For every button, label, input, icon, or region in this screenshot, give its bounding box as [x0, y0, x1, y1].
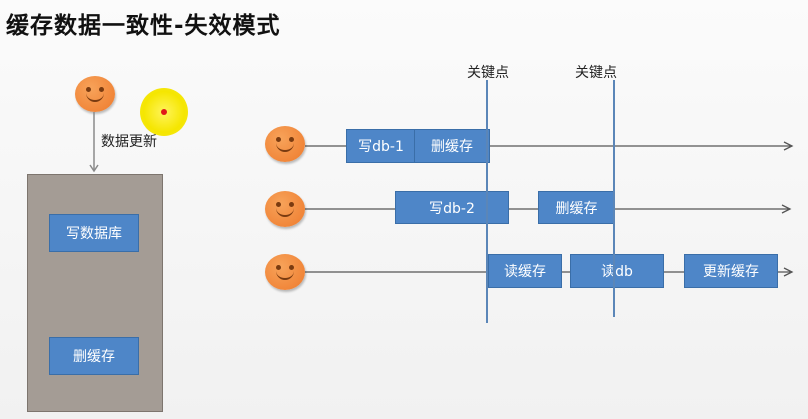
cursor-highlight-icon	[140, 88, 188, 136]
client-1-face-icon	[265, 126, 305, 162]
row3-read-cache-box: 读缓存	[488, 254, 562, 288]
keypoint-label-2: 关键点	[575, 65, 617, 81]
data-update-label: 数据更新	[101, 134, 157, 150]
client-2-face-icon	[265, 191, 305, 227]
page-title: 缓存数据一致性-失效模式	[6, 13, 281, 39]
delete-cache-box: 删缓存	[49, 337, 139, 375]
user-face-icon	[75, 76, 115, 112]
keypoint-label-1: 关键点	[467, 65, 509, 81]
row2-delete-cache-box: 删缓存	[538, 191, 615, 224]
row2-write-db-box: 写db-2	[395, 191, 509, 224]
timeline-2-arrowhead	[781, 204, 792, 214]
row1-delete-cache-box: 删缓存	[414, 129, 490, 163]
update-arrow	[89, 112, 99, 173]
row3-read-db-box: 读db	[570, 254, 664, 288]
keypoint-line-2	[613, 80, 615, 317]
row3-update-cache-box: 更新缓存	[684, 254, 778, 288]
row1-write-db-box: 写db-1	[346, 129, 416, 163]
write-db-box: 写数据库	[49, 214, 139, 252]
client-3-face-icon	[265, 254, 305, 290]
keypoint-line-1	[486, 80, 488, 323]
timeline-3-arrowhead	[783, 267, 794, 277]
timeline-1-arrowhead	[783, 141, 794, 151]
